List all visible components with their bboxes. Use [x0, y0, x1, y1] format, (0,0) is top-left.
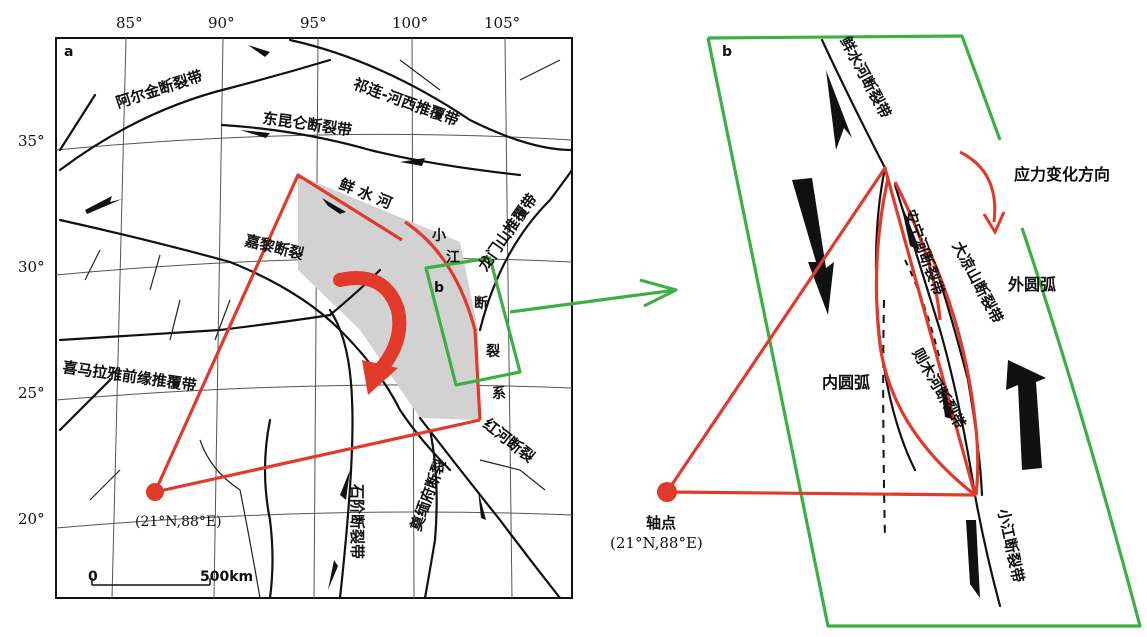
lon-label-90: 90° — [208, 14, 235, 32]
label-xi: 系 — [492, 385, 506, 402]
label-xiao: 小 — [432, 228, 446, 244]
label-lie: 裂 — [485, 343, 500, 360]
label-jiang: 江 — [446, 249, 460, 266]
panel-a-letter: a — [64, 44, 73, 60]
red-pivot-line-2 — [154, 418, 481, 494]
red-outer-arc-2 — [926, 247, 980, 496]
red-inner-arc — [874, 177, 976, 497]
lat-label-20: 20° — [18, 510, 45, 528]
inset-box-b — [424, 256, 522, 387]
label-pivot-b: 轴点 — [646, 514, 676, 532]
rotation-arrowhead — [362, 360, 398, 395]
lon-label-105: 105° — [484, 14, 520, 32]
label-shijie: 石阶断裂带 — [348, 483, 366, 559]
pivot-point-a — [146, 483, 164, 501]
red-xianshuihe — [297, 173, 403, 242]
slip-arrows-b — [792, 70, 1046, 598]
lat-labels: 35° 30° 25° 20° — [18, 132, 45, 528]
green-frame-rest — [706, 37, 1142, 628]
graticule — [55, 37, 573, 599]
panel-b — [657, 34, 1142, 628]
label-stress-direction: 应力变化方向 — [1014, 165, 1110, 184]
inset-connector-arrowhead — [639, 278, 678, 308]
label-outer-arc: 外圆弧 — [1007, 275, 1056, 294]
lat-label-35: 35° — [18, 132, 45, 150]
green-frame-top — [707, 34, 1002, 141]
rotation-arrow — [333, 271, 407, 382]
label-pivot-coord-b: (21°N,88°E) — [610, 534, 703, 552]
pivot-point-b — [657, 482, 677, 502]
label-daliangshan: 大凉山断裂带 — [948, 238, 1006, 326]
label-xianshuihe-b: 鲜水河断裂带 — [836, 33, 894, 121]
red-xiaojiang — [404, 220, 482, 421]
stress-arrow — [959, 150, 997, 223]
lon-label-95: 95° — [300, 14, 327, 32]
scale-end: 500km — [200, 569, 253, 585]
lon-labels: 85° 90° 95° 100° 105° — [116, 14, 520, 32]
lat-label-25: 25° — [18, 384, 45, 402]
label-duan: 断 — [474, 295, 488, 312]
label-pivot-a: (21°N,88°E) — [135, 514, 222, 530]
red-triangle-b — [665, 166, 977, 497]
lon-label-85: 85° — [116, 14, 143, 32]
scale-zero: 0 — [88, 569, 98, 585]
stress-arrowhead — [982, 211, 1006, 236]
label-inset-b: b — [434, 280, 444, 296]
lat-label-30: 30° — [18, 258, 45, 276]
lon-label-100: 100° — [392, 14, 428, 32]
panel-a — [55, 37, 678, 600]
red-outer-arc-1 — [893, 181, 942, 321]
scale-bar — [91, 578, 211, 586]
fault-lines — [58, 38, 574, 600]
slip-arrows — [85, 45, 486, 590]
label-xiaojiang-b: 小江断裂带 — [994, 507, 1027, 584]
inset-connector — [509, 288, 677, 314]
label-inner-arc: 内圆弧 — [822, 373, 870, 392]
panel-b-letter: b — [722, 44, 732, 60]
